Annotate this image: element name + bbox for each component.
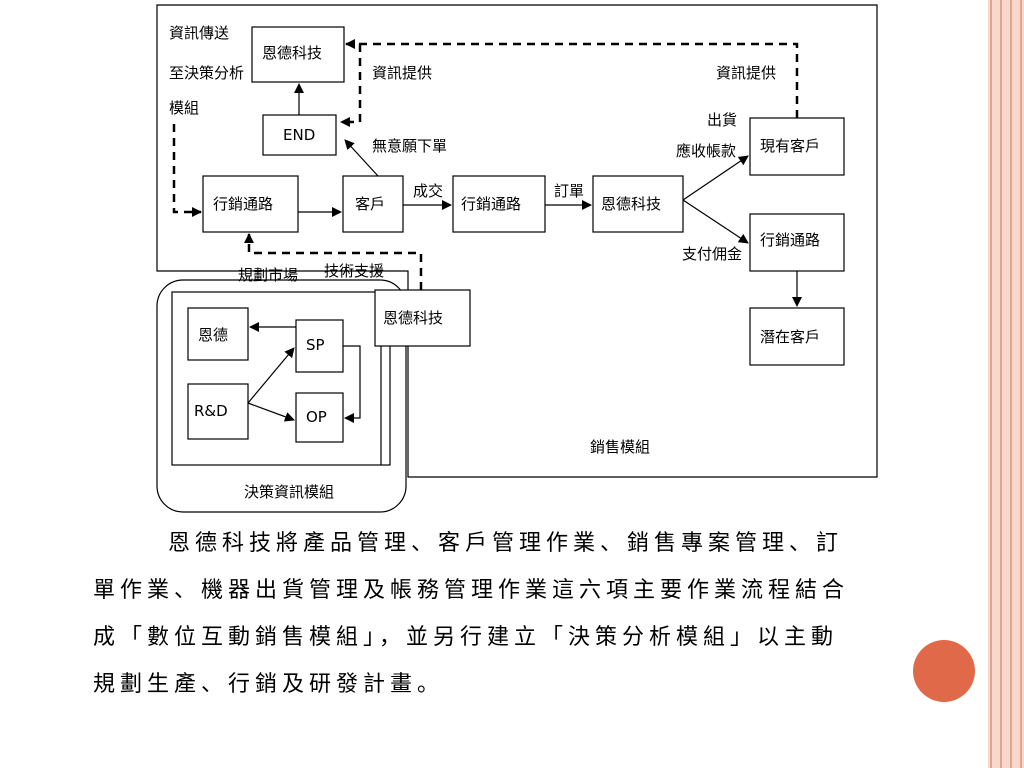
edge-info-send-dashed: [172, 124, 202, 217]
node-sp: SP: [295, 319, 344, 373]
decorative-orange-circle: [913, 640, 975, 702]
svg-text:OP: OP: [306, 408, 327, 426]
node-ende-bottom: 恩德科技: [374, 289, 471, 347]
node-ende-top: 恩德科技: [251, 26, 345, 83]
body-paragraph: 恩德科技將產品管理、客戶管理作業、銷售專案管理、訂 單作業、機器出貨管理及帳務管…: [93, 520, 913, 708]
edge-info-provide-left-dashed: [340, 44, 362, 127]
edge-ende-to-existing: [682, 155, 749, 201]
paragraph-line-1: 恩德科技將產品管理、客戶管理作業、銷售專案管理、訂: [168, 531, 844, 556]
sales-module-label: 銷售模組: [590, 438, 650, 456]
svg-text:SP: SP: [306, 336, 325, 354]
decision-module-frame: [156, 279, 407, 513]
node-channel-right: 行銷通路: [749, 213, 845, 272]
svg-text:潛在客戶: 潛在客戶: [760, 328, 820, 346]
svg-text:行銷通路: 行銷通路: [461, 195, 521, 213]
label-deal: 成交: [413, 182, 443, 200]
paragraph-line-2: 單作業、機器出貨管理及帳務管理作業這六項主要作業流程結合: [93, 578, 850, 603]
node-rd: R&D: [187, 383, 249, 440]
decision-module-inner-frame: [171, 291, 391, 466]
node-existing-customer: 現有客戶: [749, 117, 845, 176]
label-order: 訂單: [554, 182, 584, 200]
node-channel-left: 行銷通路: [202, 175, 299, 233]
label-commission: 支付佣金: [682, 245, 742, 263]
svg-text:行銷通路: 行銷通路: [213, 195, 273, 213]
edge-sp-to-op: [343, 345, 361, 423]
decorative-stripe-line: [1020, 0, 1022, 768]
svg-text:R&D: R&D: [194, 402, 228, 420]
node-ende-mid: 恩德科技: [592, 175, 684, 233]
node-channel-mid: 行銷通路: [452, 175, 546, 233]
label-receivable: 應收帳款: [676, 142, 736, 160]
svg-text:客戶: 客戶: [355, 195, 385, 213]
decorative-stripe-band: [988, 0, 1024, 768]
edge-tech-support-dashed: [244, 233, 423, 290]
edge-rd-to-op: [247, 402, 295, 422]
decorative-stripe-line: [990, 0, 992, 768]
svg-text:END: END: [283, 126, 315, 144]
label-plan-market: 規劃市場: [238, 266, 298, 284]
edge-rd-to-sp: [247, 347, 295, 404]
sales-module-frame: [156, 4, 878, 478]
label-info-provide-left: 資訊提供: [372, 64, 432, 82]
svg-text:行銷通路: 行銷通路: [760, 231, 820, 249]
decorative-stripe-line: [1000, 0, 1002, 768]
label-info-send-1: 資訊傳送: [169, 24, 229, 42]
svg-text:現有客戶: 現有客戶: [760, 137, 820, 155]
node-ende-inner: 恩德: [187, 307, 249, 361]
paragraph-line-3: 成「數位互動銷售模組」，並另行建立「決策分析模組」以主動: [93, 625, 839, 650]
label-info-provide-right: 資訊提供: [716, 64, 776, 82]
node-potential-customer: 潛在客戶: [749, 307, 845, 366]
edge-info-provide-dashed: [345, 39, 799, 118]
label-info-send-3: 模組: [169, 99, 199, 117]
label-info-send-2: 至決策分析: [169, 64, 244, 82]
edge-ende-to-channel-right: [682, 199, 749, 244]
svg-text:恩德科技: 恩德科技: [383, 309, 443, 327]
decorative-stripe-line: [1010, 0, 1012, 768]
edge-customer-to-end: [344, 139, 379, 177]
node-customer: 客戶: [342, 175, 404, 233]
svg-text:恩德科技: 恩德科技: [601, 195, 661, 213]
svg-text:恩德: 恩德: [198, 326, 228, 344]
svg-text:恩德科技: 恩德科技: [262, 44, 322, 62]
node-end: END: [262, 114, 337, 156]
label-tech-support: 技術支援: [324, 262, 384, 280]
node-op: OP: [295, 392, 344, 443]
paragraph-line-4: 規劃生產、行銷及研發計畫。: [93, 672, 445, 697]
decision-module-label: 決策資訊模組: [244, 483, 334, 501]
label-no-order: 無意願下單: [372, 137, 447, 155]
label-shipping: 出貨: [707, 111, 737, 129]
